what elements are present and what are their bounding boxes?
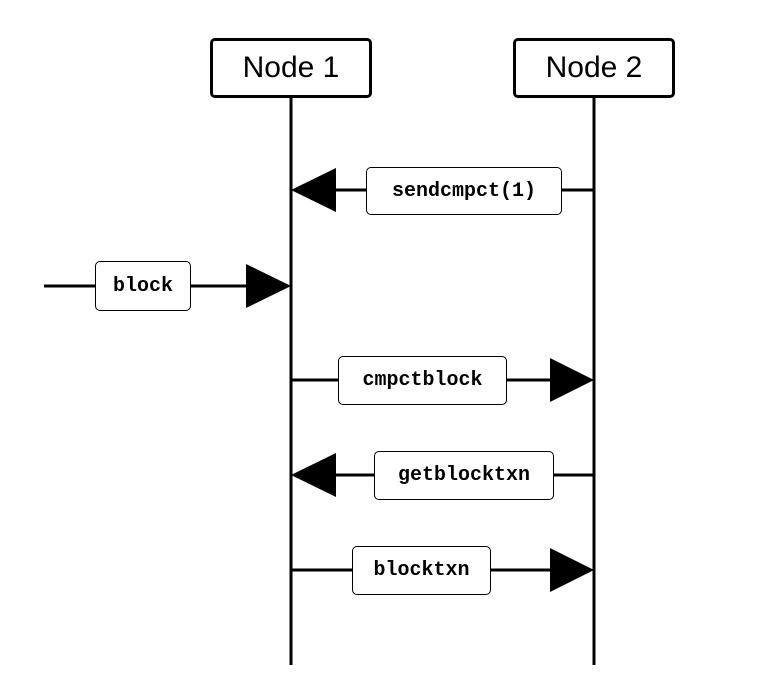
message-label-blocktxn: blocktxn xyxy=(352,546,491,595)
message-label-block: block xyxy=(95,261,191,311)
message-label-getblocktxn: getblocktxn xyxy=(374,451,554,500)
message-label-sendcmpct: sendcmpct(1) xyxy=(366,167,562,215)
participant-node-2: Node 2 xyxy=(513,38,675,98)
participant-node-1: Node 1 xyxy=(210,38,372,98)
message-label-cmpctblock: cmpctblock xyxy=(338,356,507,405)
